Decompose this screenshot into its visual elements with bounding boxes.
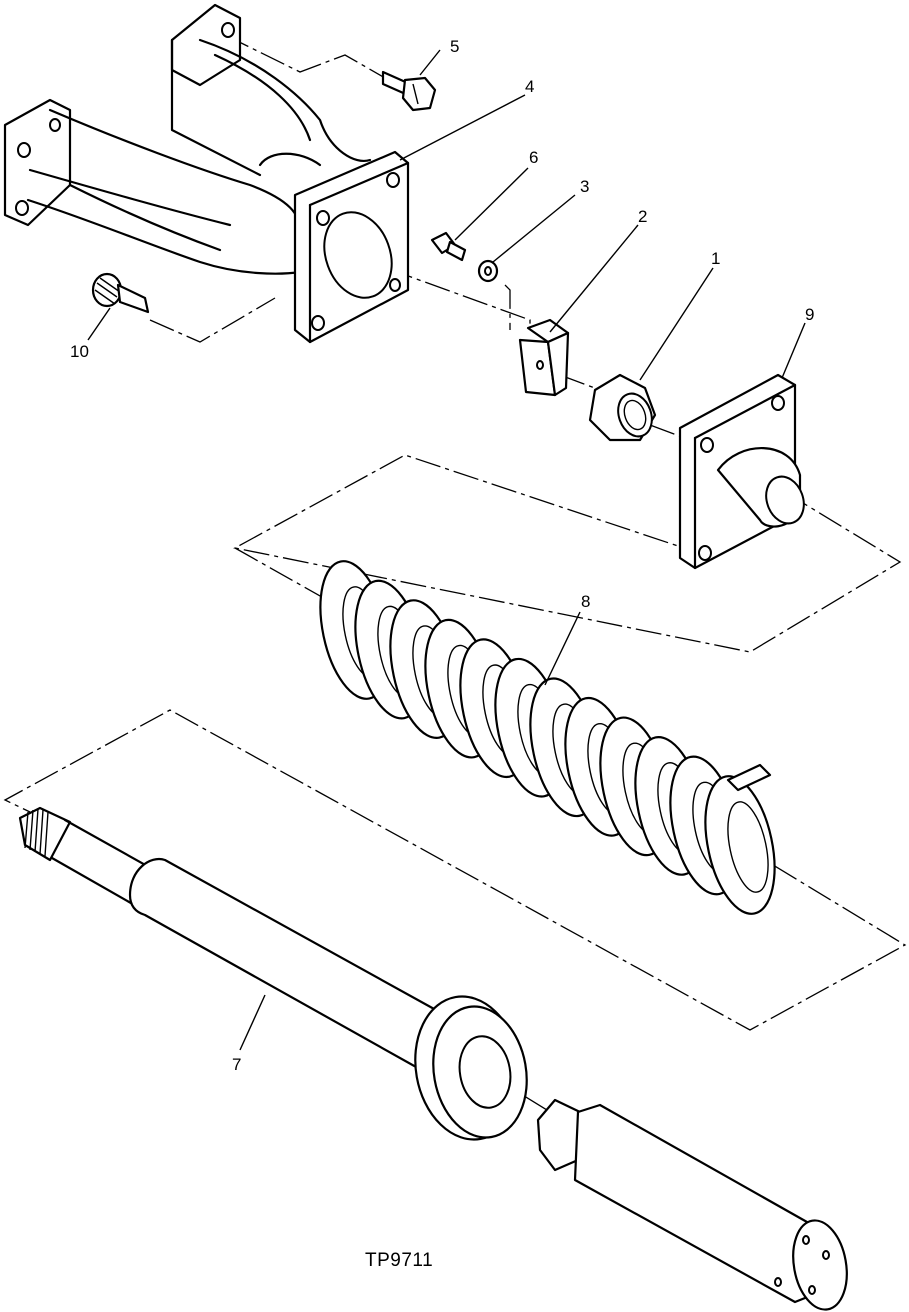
tension-cylinder	[536, 1098, 848, 1311]
callout-2: 2	[638, 207, 647, 226]
part-9-mount-plate	[678, 373, 805, 570]
callout-6: 6	[529, 148, 538, 167]
part-5-cap-screw	[381, 70, 437, 112]
assembly-centerlines	[3, 34, 907, 1119]
part-2-clip	[518, 318, 570, 397]
callout-10: 10	[70, 342, 89, 361]
part-8-spring	[319, 560, 776, 915]
spring-coil	[704, 775, 776, 915]
figure-reference: TP9711	[365, 1250, 434, 1271]
callouts: 1 2 3 4 5 6 7 8 9 10	[70, 37, 814, 1074]
part-7-shaft	[18, 806, 528, 1141]
callout-5: 5	[450, 37, 459, 56]
callout-9: 9	[805, 305, 814, 324]
part-1-nut	[588, 373, 657, 442]
callout-1: 1	[711, 249, 720, 268]
part-4-yoke-bracket	[3, 3, 410, 344]
part-10-grease-fitting	[91, 272, 150, 314]
callout-8: 8	[581, 592, 590, 611]
spring-coil-inner	[727, 801, 769, 893]
callout-7: 7	[232, 1055, 241, 1074]
callout-4: 4	[525, 77, 534, 96]
part-3-washer	[477, 259, 499, 283]
callout-3: 3	[580, 177, 589, 196]
part-6-screw	[430, 231, 467, 262]
leader-lines	[87, 49, 806, 1051]
